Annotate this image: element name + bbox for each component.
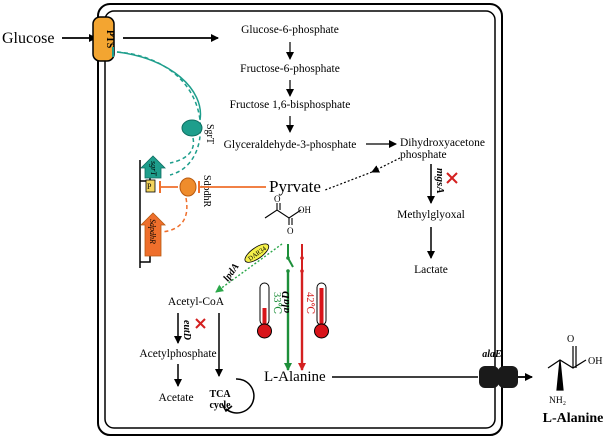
sgrt-gene-label: sgrT (149, 161, 158, 176)
green-switch-node-top (286, 256, 290, 260)
alae-transporter-icon (479, 366, 518, 388)
lactate-label: Lactate (414, 264, 448, 276)
sgrt-feedback-dashed (116, 51, 202, 176)
mgsa-knockout-cross-icon (446, 172, 458, 184)
l-alanine-inside-label: L-Alanine (264, 369, 326, 385)
alae-label: alaE (482, 349, 502, 360)
sdpdhr-gene-arrow (140, 212, 166, 257)
red-switch-node-top (300, 256, 304, 260)
alanine-nh2-label: NH₂ (549, 396, 566, 406)
sgrt-protein-icon (181, 119, 203, 137)
acetylcoa-label: Acetyl-CoA (168, 296, 225, 308)
alanine-oh-label: OH (588, 356, 602, 367)
eutd-knockout-cross-icon (195, 318, 206, 329)
fbp-label: Fructose 1,6-bisphosphate (230, 99, 351, 111)
temp-42c-label: 42℃ (304, 292, 315, 315)
acetate-label: Acetate (158, 392, 193, 404)
gene-cassette: P sgrT SdpdhR (139, 155, 166, 268)
promoter-label: P (147, 182, 152, 191)
lpda-gene-label: lpdA (221, 261, 241, 284)
tca-cycle-icon (221, 378, 255, 414)
pyruvate-o-label-bottom: O (287, 226, 294, 236)
pts-transporter: PTS (92, 16, 115, 62)
eutd-gene-label: eutD (181, 320, 192, 340)
alad-gene-label: alaD (280, 291, 292, 313)
l-alanine-structure (547, 346, 587, 391)
cell-membrane-outer (97, 3, 503, 436)
tca-label-line1: TCA (209, 389, 231, 400)
sgrt-inhibition-line (116, 51, 202, 121)
sdpdhr-protein-label: SdpdhR (201, 175, 212, 208)
pts-label: PTS (104, 30, 115, 49)
dhap-to-g3p-dotted-arrow (371, 157, 401, 173)
dhap-label-line1: Dihydroxyacetone (400, 137, 485, 149)
green-switch-node-bottom (286, 269, 290, 273)
pyruvate-structure (264, 203, 302, 225)
temp-33c-label: 33℃ (271, 292, 282, 315)
methylglyoxal-label: Methylglyoxal (397, 209, 465, 221)
pyruvate-label: Pyrvate (269, 177, 321, 196)
pyruvate-to-acetylcoa-arrow (215, 243, 283, 293)
promoter-box (145, 179, 156, 193)
lpda-variant-badge: DAR34 (244, 243, 270, 263)
mgsa-gene-label: mgsA (434, 168, 446, 194)
thermometer-low-icon (257, 282, 272, 339)
thermometer-high-icon (314, 282, 329, 339)
pyruvate-oh-label: OH (298, 205, 311, 215)
sdpdhr-expression-dashed (161, 197, 188, 233)
sdpdhr-protein-icon (179, 177, 197, 197)
red-switch-node-bottom (300, 269, 304, 273)
sgrt-expression-dashed (169, 137, 195, 164)
sgrt-protein-label: SgrT (204, 124, 215, 144)
sdpdhr-gene-label: SdpdhR (148, 219, 157, 244)
dhap-to-pyruvate-dotted-line (324, 171, 373, 191)
l-alanine-outside-label: L-Alanine (543, 411, 604, 426)
pyruvate-o-label-top: O (274, 194, 281, 204)
g6p-label: Glucose-6-phosphate (241, 24, 339, 36)
tca-label-line2: cycle (209, 400, 231, 411)
f6p-label: Fructose-6-phosphate (240, 63, 340, 75)
cell-membrane-inner (104, 10, 496, 429)
dhap-label-line2: phosphate (400, 149, 447, 161)
alanine-o-label: O (567, 334, 574, 345)
g3p-label: Glyceraldehyde-3-phosphate (224, 139, 357, 151)
glucose-external-label: Glucose (2, 30, 54, 47)
acetylphosphate-label: Acetylphosphate (139, 348, 216, 360)
sgrt-gene-arrow (140, 155, 166, 179)
